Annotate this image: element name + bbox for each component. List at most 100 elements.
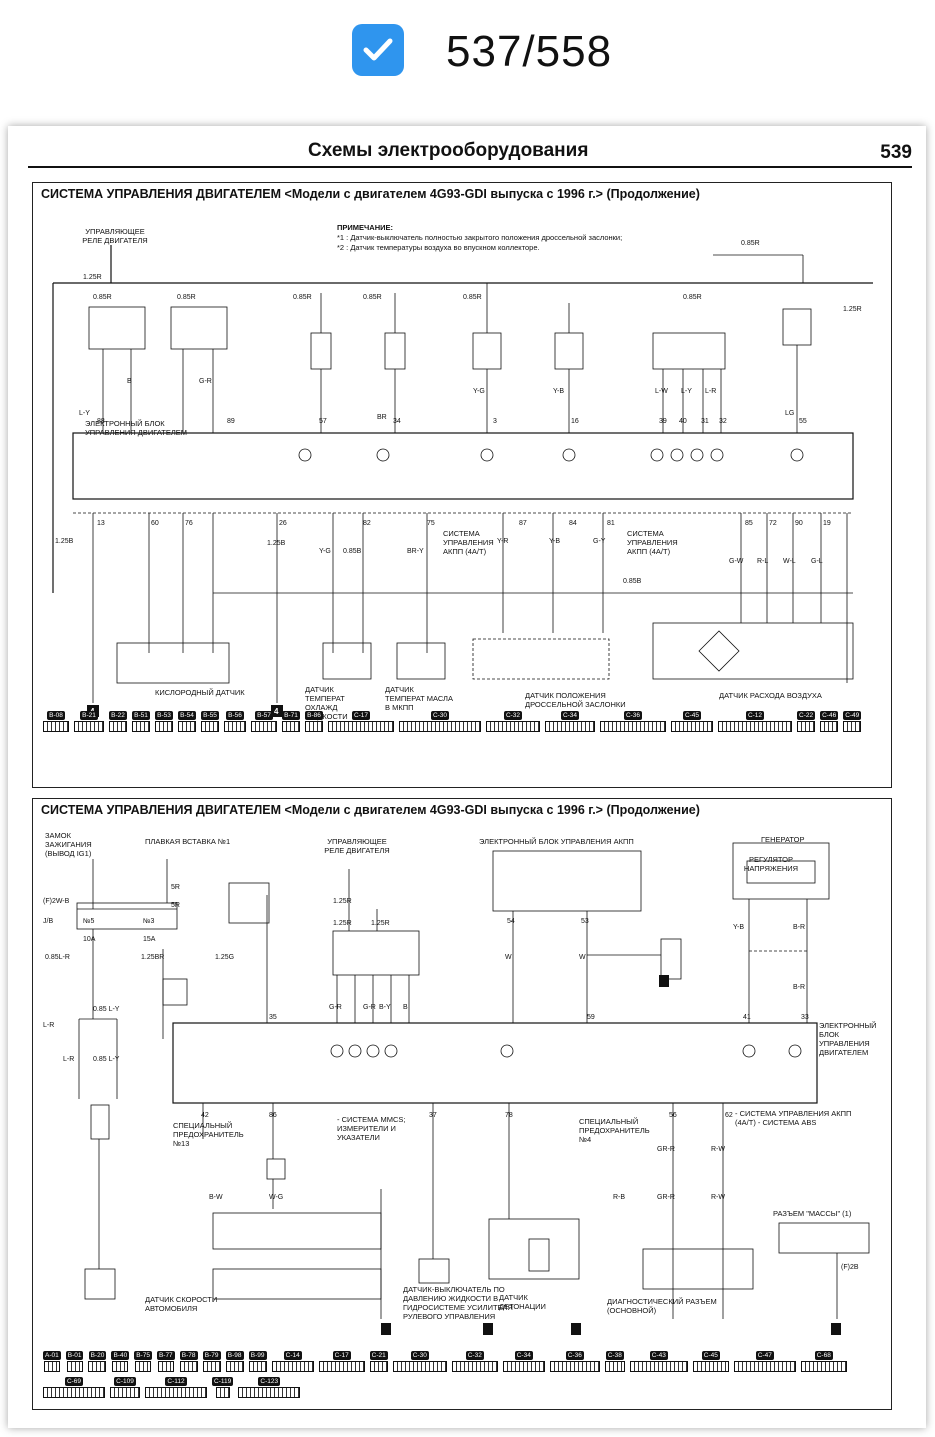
svg-text:62: 62 bbox=[725, 1112, 733, 1119]
svg-text:Y-B: Y-B bbox=[733, 924, 744, 931]
connector-b21: B-21 bbox=[74, 711, 104, 732]
svg-text:L-R: L-R bbox=[705, 388, 716, 395]
connector-b55: B-55 bbox=[201, 711, 219, 732]
svg-text:L-Y: L-Y bbox=[79, 410, 90, 417]
svg-text:53: 53 bbox=[581, 918, 589, 925]
document-page: Схемы электрооборудования 539 СИСТЕМА УП… bbox=[8, 126, 926, 1428]
wiring-diagram-top: СИСТЕМА УПРАВЛЕНИЯ ДВИГАТЕЛЕМ <Модели с … bbox=[32, 182, 892, 788]
connector-c34b: C-34 bbox=[502, 1351, 545, 1372]
connector-b01: B-01 bbox=[65, 1351, 84, 1372]
svg-text:R-W: R-W bbox=[711, 1194, 725, 1201]
connector-c112: C-112 bbox=[145, 1377, 207, 1398]
svg-text:3: 3 bbox=[493, 418, 497, 425]
svg-text:0.85B: 0.85B bbox=[343, 548, 362, 555]
svg-text:G-R: G-R bbox=[199, 378, 212, 385]
svg-text:78: 78 bbox=[505, 1112, 513, 1119]
svg-text:B: B bbox=[403, 1004, 408, 1011]
connector-legend-bottom: A-01 B-01 B-20 B-40 B-75 B-77 B-78 B-79 … bbox=[43, 1351, 883, 1398]
connector-b56: B-56 bbox=[224, 711, 246, 732]
pressure-switch-label: ДАТЧИК-ВЫКЛЮЧАТЕЛЬ ПО ДАВЛЕНИЮ ЖИДКОСТИ … bbox=[403, 1285, 513, 1321]
checkbox-checked-icon[interactable] bbox=[352, 24, 404, 76]
svg-text:0.85R: 0.85R bbox=[463, 294, 482, 301]
svg-text:82: 82 bbox=[363, 520, 371, 527]
connector-c36: C-36 bbox=[600, 711, 666, 732]
connector-c43: C-43 bbox=[629, 1351, 688, 1372]
connector-c21: C-21 bbox=[369, 1351, 388, 1372]
connector-b54: B-54 bbox=[178, 711, 196, 732]
connector-c123: C-123 bbox=[238, 1377, 301, 1398]
svg-text:88: 88 bbox=[97, 418, 105, 425]
svg-text:40: 40 bbox=[679, 418, 687, 425]
svg-text:0.85R: 0.85R bbox=[683, 294, 702, 301]
svg-text:0.85R: 0.85R bbox=[293, 294, 312, 301]
relay-label: УПРАВЛЯЮЩЕЕ РЕЛЕ ДВИГАТЕЛЯ bbox=[82, 227, 148, 245]
svg-text:B-Y: B-Y bbox=[379, 1004, 391, 1011]
o2-sensor-label: КИСЛОРОДНЫЙ ДАТЧИК bbox=[155, 688, 245, 697]
svg-text:GR-R: GR-R bbox=[657, 1194, 675, 1201]
connector-c47: C-47 bbox=[733, 1351, 796, 1372]
at-system-label: СИСТЕМА УПРАВЛЕНИЯ АКПП (4A/T) bbox=[443, 529, 494, 556]
svg-text:Y-G: Y-G bbox=[319, 548, 331, 555]
svg-text:(F)2W-B: (F)2W-B bbox=[43, 898, 70, 905]
coolant-sensor-label: ДАТЧИК ТЕМПЕРАТ ОХЛАЖД ЖИДКОСТИ bbox=[305, 685, 348, 721]
svg-text:1.25R: 1.25R bbox=[843, 306, 862, 313]
wiring-diagram-bottom: СИСТЕМА УПРАВЛЕНИЯ ДВИГАТЕЛЕМ <Модели с … bbox=[32, 798, 892, 1410]
svg-text:33: 33 bbox=[801, 1014, 809, 1021]
svg-text:1.25B: 1.25B bbox=[55, 538, 74, 545]
svg-text:0.85B: 0.85B bbox=[623, 578, 642, 585]
svg-text:26: 26 bbox=[279, 520, 287, 527]
svg-text:87: 87 bbox=[519, 520, 527, 527]
svg-text:L-R: L-R bbox=[63, 1056, 74, 1063]
svg-text:B: B bbox=[127, 378, 132, 385]
special-fuse-4-label: СПЕЦИАЛЬНЫЙ ПРЕДОХРАНИТЕЛЬ №4 bbox=[579, 1117, 650, 1144]
fuse-label: ПЛАВКАЯ ВСТАВКА №1 bbox=[145, 837, 231, 846]
svg-text:90: 90 bbox=[795, 520, 803, 527]
svg-text:1.25BR: 1.25BR bbox=[141, 954, 164, 961]
svg-text:31: 31 bbox=[701, 418, 709, 425]
svg-text:86: 86 bbox=[269, 1112, 277, 1119]
svg-text:W: W bbox=[505, 954, 512, 961]
svg-text:0.85 L-Y: 0.85 L-Y bbox=[93, 1056, 120, 1063]
svg-text:0.85L-R: 0.85L-R bbox=[45, 954, 70, 961]
connector-b71: B-71 bbox=[282, 711, 300, 732]
svg-text:85: 85 bbox=[745, 520, 753, 527]
connector-b75: B-75 bbox=[134, 1351, 152, 1372]
ecu-label-bottom: ЭЛЕКТРОННЫЙ БЛОК УПРАВЛЕНИЯ ДВИГАТЕЛЕМ bbox=[819, 1021, 877, 1057]
svg-text:1.25R: 1.25R bbox=[371, 920, 390, 927]
svg-text:13: 13 bbox=[97, 520, 105, 527]
connector-b78: B-78 bbox=[179, 1351, 198, 1372]
connector-c17b: C-17 bbox=[318, 1351, 365, 1372]
svg-text:R-L: R-L bbox=[757, 558, 768, 565]
speed-sensor-label: ДАТЧИК СКОРОСТИ АВТОМОБИЛЯ bbox=[145, 1295, 218, 1313]
maf-label: ДАТЧИК РАСХОДА ВОЗДУХА bbox=[719, 691, 822, 700]
svg-text:B-R: B-R bbox=[793, 984, 805, 991]
note-line-2: *2 : Датчик температуры воздуха во впуск… bbox=[337, 243, 540, 252]
connector-c119: C-119 bbox=[212, 1377, 234, 1398]
svg-text:B-R: B-R bbox=[793, 924, 805, 931]
svg-text:№3: №3 bbox=[143, 918, 155, 925]
svg-text:0.85R: 0.85R bbox=[741, 240, 760, 247]
generator-label: ГЕНЕРАТОР bbox=[761, 835, 805, 844]
svg-text:39: 39 bbox=[659, 418, 667, 425]
svg-text:75: 75 bbox=[427, 520, 435, 527]
svg-text:15A: 15A bbox=[143, 936, 156, 943]
connector-c14: C-14 bbox=[271, 1351, 314, 1372]
connector-c32: C-32 bbox=[486, 711, 540, 732]
page-title: Схемы электрооборудования bbox=[308, 140, 589, 161]
connector-c68: C-68 bbox=[800, 1351, 847, 1372]
connector-b20: B-20 bbox=[88, 1351, 107, 1372]
relay-label-bottom: УПРАВЛЯЮЩЕЕ РЕЛЕ ДВИГАТЕЛЯ bbox=[324, 837, 390, 855]
ignition-label: ЗАМОК ЗАЖИГАНИЯ (ВЫВОД IG1) bbox=[45, 831, 92, 858]
page-header: Схемы электрооборудования 539 bbox=[28, 138, 912, 168]
svg-text:16: 16 bbox=[571, 418, 579, 425]
svg-text:34: 34 bbox=[393, 418, 401, 425]
svg-text:№5: №5 bbox=[83, 918, 95, 925]
connector-c17: C-17 bbox=[328, 711, 394, 732]
connector-c36b: C-36 bbox=[549, 1351, 600, 1372]
svg-text:BR-Y: BR-Y bbox=[407, 548, 424, 555]
svg-text:Y-B: Y-B bbox=[549, 538, 560, 545]
svg-text:LG: LG bbox=[785, 410, 794, 417]
connector-c45b: C-45 bbox=[692, 1351, 729, 1372]
svg-text:GR-R: GR-R bbox=[657, 1146, 675, 1153]
svg-text:56: 56 bbox=[669, 1112, 677, 1119]
